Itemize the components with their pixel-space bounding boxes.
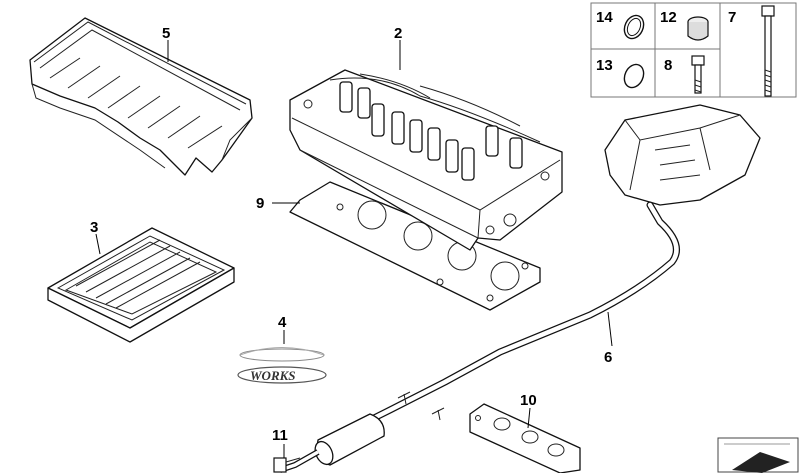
engine-cover-part[interactable]	[29, 17, 253, 176]
badge-part[interactable]: WORKS	[237, 347, 327, 384]
diagram-symbol-box	[717, 437, 799, 473]
o-ring-part-14[interactable]	[621, 12, 647, 41]
callout-11: 11	[272, 427, 288, 444]
callout-12: 12	[660, 9, 677, 26]
callout-8: 8	[664, 57, 672, 74]
callout-4: 4	[278, 314, 287, 331]
callout-3-leader	[95, 233, 101, 255]
callout-13: 13	[596, 57, 613, 74]
exhaust-gasket-part[interactable]	[469, 403, 581, 473]
callout-14: 14	[596, 9, 613, 26]
sealing-ring-part-13[interactable]	[621, 61, 647, 90]
air-filter-part[interactable]	[47, 227, 235, 343]
exhaust-system-part[interactable]	[279, 104, 761, 473]
callout-3: 3	[90, 219, 98, 236]
callout-10-leader	[527, 407, 531, 429]
callout-9: 9	[256, 195, 264, 212]
callout-2: 2	[394, 25, 402, 42]
small-parts-grid	[590, 2, 797, 98]
valve-springs	[339, 81, 523, 181]
cylinder-head-part[interactable]	[289, 69, 563, 251]
plug-screw-part-12[interactable]	[687, 16, 709, 41]
callout-6-leader	[607, 311, 613, 347]
callout-6: 6	[604, 349, 612, 366]
badge-logo-text: WORKS	[250, 368, 296, 383]
clamp-part[interactable]	[273, 457, 301, 473]
callout-10: 10	[520, 392, 537, 409]
callout-7: 7	[728, 9, 736, 26]
bolt-part-8[interactable]	[691, 55, 705, 94]
callout-5: 5	[162, 25, 170, 42]
bolt-part-7[interactable]	[761, 5, 775, 97]
